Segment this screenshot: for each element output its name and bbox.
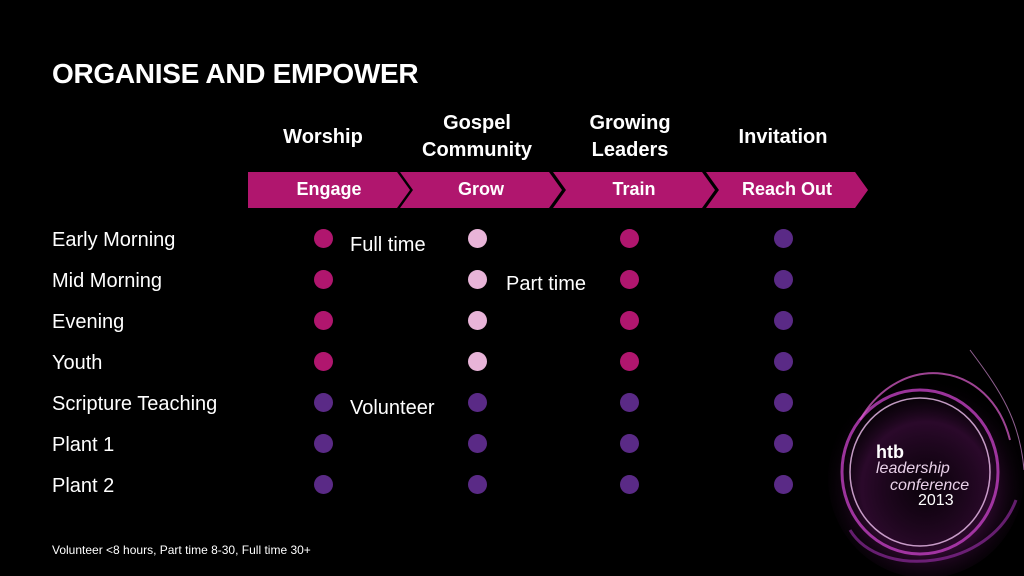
level-dot-full <box>620 229 639 248</box>
level-dot-full <box>620 270 639 289</box>
level-dot-vol <box>468 393 487 412</box>
level-dot-full <box>314 311 333 330</box>
chevron-reach-out: Reach Out <box>706 172 868 208</box>
level-dot-part <box>468 270 487 289</box>
htb-logo: htb leadership conference 2013 <box>820 330 1024 576</box>
level-dot-vol <box>774 311 793 330</box>
chevron-label: Train <box>612 179 656 199</box>
level-dot-part <box>468 311 487 330</box>
level-dot-part <box>468 229 487 248</box>
footer-note: Volunteer <8 hours, Part time 8-30, Full… <box>52 543 311 557</box>
level-dot-vol <box>774 352 793 371</box>
logo-swirl-icon <box>828 349 1024 576</box>
level-dot-vol <box>468 434 487 453</box>
level-dot-vol <box>620 393 639 412</box>
level-dot-vol <box>620 475 639 494</box>
row-label: Mid Morning <box>52 270 163 292</box>
level-dot-vol <box>774 434 793 453</box>
column-heading-invitation: Invitation <box>738 126 828 148</box>
level-dot-vol <box>468 475 487 494</box>
row-label: Plant 2 <box>52 475 115 497</box>
level-dot-full <box>620 352 639 371</box>
level-dot-vol <box>774 475 793 494</box>
row-label: Early Morning <box>52 229 176 251</box>
legend-full-time: Full time <box>350 234 426 256</box>
logo-text-year: 2013 <box>918 492 954 509</box>
chevron-grow: Grow <box>400 172 562 208</box>
level-dot-full <box>620 311 639 330</box>
level-dot-vol <box>774 229 793 248</box>
level-dot-vol <box>314 434 333 453</box>
chevron-train: Train <box>553 172 715 208</box>
row-label: Youth <box>52 352 103 374</box>
legend-part-time: Part time <box>506 273 587 295</box>
logo-text-htb: htb <box>876 442 904 462</box>
row-label: Scripture Teaching <box>52 393 218 415</box>
level-dot-vol <box>314 475 333 494</box>
chevron-label: Engage <box>296 179 362 199</box>
level-dot-full <box>314 229 333 248</box>
legend-volunteer: Volunteer <box>350 397 435 419</box>
level-dot-vol <box>620 434 639 453</box>
level-dot-vol <box>314 393 333 412</box>
chevron-label: Grow <box>457 179 504 199</box>
stage-chevrons: Engage Grow Train Reach Out <box>248 172 868 208</box>
logo-text-conference: conference <box>890 477 970 494</box>
level-dot-part <box>468 352 487 371</box>
chevron-label: Reach Out <box>741 179 833 199</box>
level-dot-full <box>314 352 333 371</box>
row-label: Evening <box>52 311 125 333</box>
page-title: ORGANISE AND EMPOWER <box>52 58 419 89</box>
level-dot-full <box>314 270 333 289</box>
level-dot-vol <box>774 393 793 412</box>
level-dot-vol <box>774 270 793 289</box>
row-label: Plant 1 <box>52 434 115 456</box>
column-heading-worship: Worship <box>283 126 363 148</box>
logo-text-leadership: leadership <box>876 460 950 477</box>
chevron-engage: Engage <box>248 172 410 208</box>
